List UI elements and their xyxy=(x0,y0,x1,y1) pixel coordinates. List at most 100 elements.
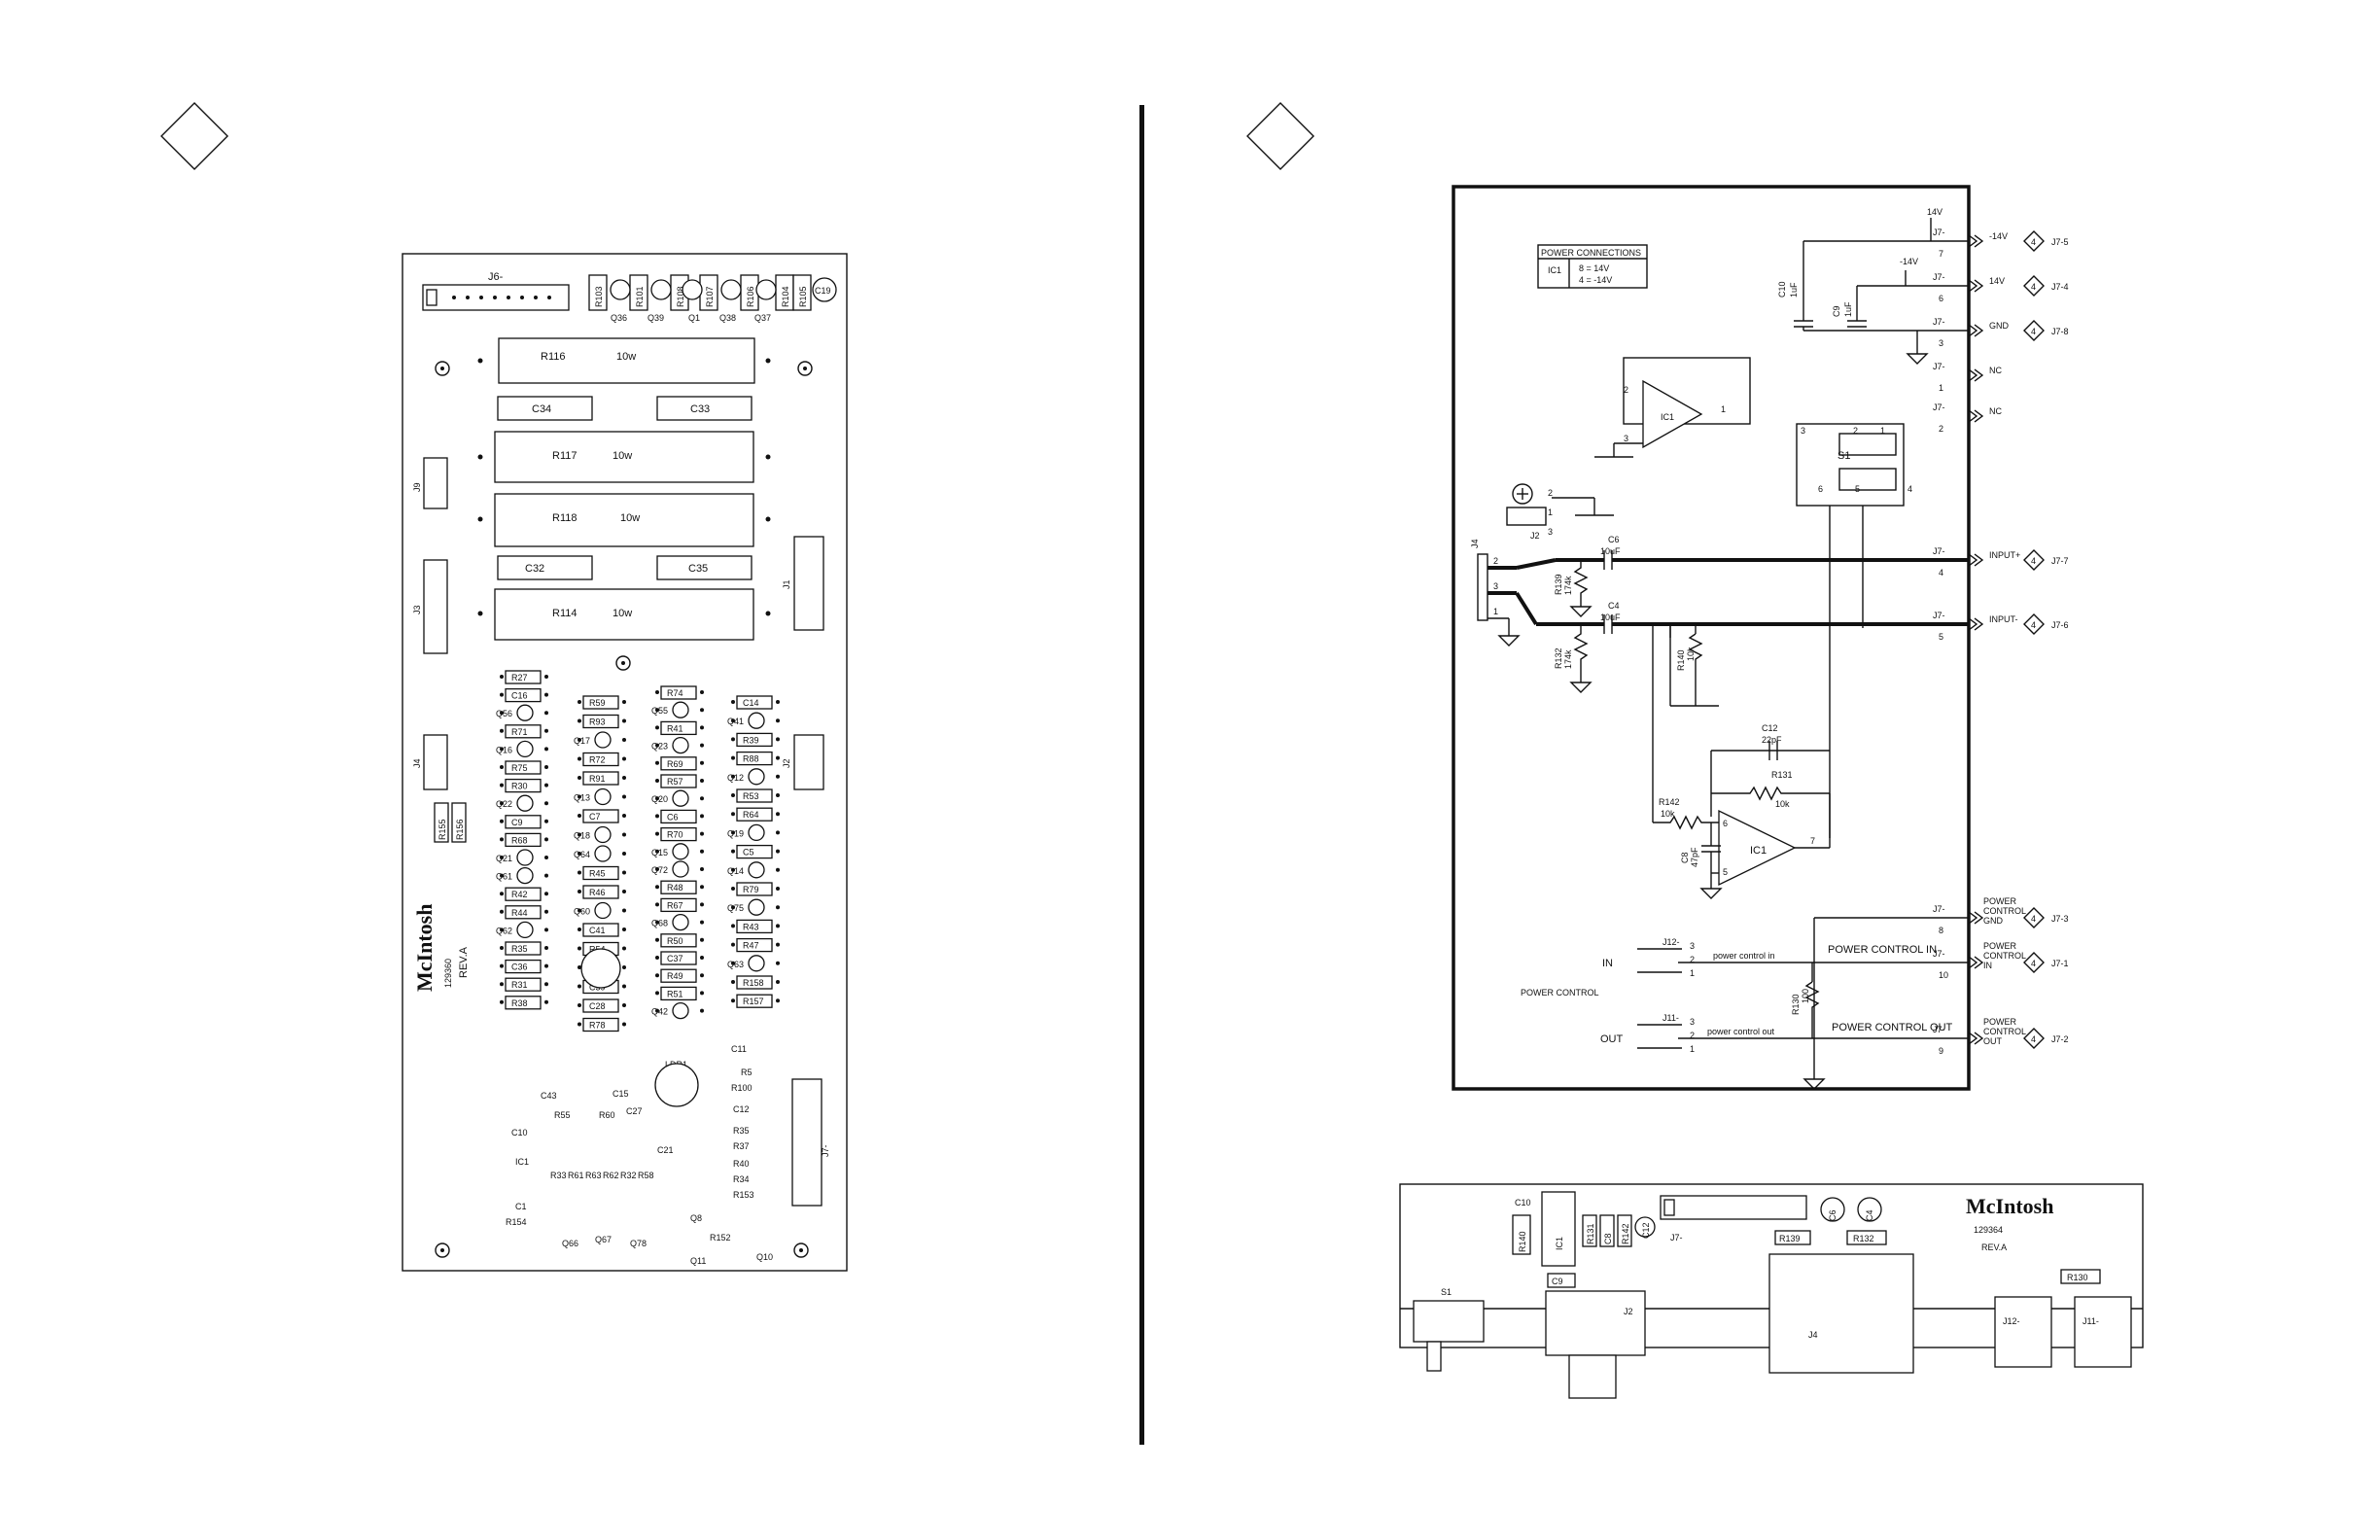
pin-label: J7- xyxy=(1933,228,1945,237)
pin-number: 9 xyxy=(1939,1046,1943,1056)
pad xyxy=(700,937,704,942)
dest-diamond xyxy=(2023,275,2045,297)
pad xyxy=(622,984,626,989)
transistor-label: Q12 xyxy=(727,773,744,783)
top-resistor-row: R103 R101 R108 R107 R106 R104 R105 C19 Q… xyxy=(588,274,837,323)
pin-label: J7- xyxy=(1933,546,1945,556)
svg-text:1: 1 xyxy=(1548,508,1553,517)
svg-text:1: 1 xyxy=(1721,404,1726,414)
resistor-r88 xyxy=(736,751,773,766)
transistor-q72 xyxy=(672,860,689,878)
pad xyxy=(655,937,659,942)
resistor-r93 xyxy=(582,714,619,729)
dest-diamond xyxy=(2023,907,2045,928)
transistor-label: Q41 xyxy=(727,717,744,726)
pad xyxy=(731,849,735,854)
pad xyxy=(655,760,659,765)
lower-component-label: R154 xyxy=(506,1217,527,1227)
resistor-r118 xyxy=(494,493,754,547)
connector-j2 xyxy=(793,734,824,790)
component-column-4: C14Q41R39R88Q12R53R64Q19C5Q14R79Q75R43R4… xyxy=(727,695,780,1008)
pad xyxy=(731,755,735,760)
pad xyxy=(500,675,504,679)
pad xyxy=(578,814,581,818)
pad xyxy=(776,998,780,1003)
pad xyxy=(700,867,704,871)
power-output-signal: OUT xyxy=(1983,1036,2003,1046)
pad xyxy=(544,909,548,914)
pad xyxy=(776,737,780,742)
svg-text:J1: J1 xyxy=(782,579,791,589)
dest-sheet: 4 xyxy=(2031,914,2036,924)
pad xyxy=(500,892,504,896)
component-label: R45 xyxy=(589,869,606,879)
lower-component-label: C11 xyxy=(731,1044,747,1054)
component-label: R42 xyxy=(511,890,528,899)
dest-diamond xyxy=(2023,320,2045,341)
pad xyxy=(731,737,735,742)
pad xyxy=(622,700,626,704)
svg-text:J4: J4 xyxy=(1808,1330,1818,1340)
pin-number: 4 xyxy=(1939,568,1943,578)
pin-number: 7 xyxy=(1939,249,1943,259)
connector-j1 xyxy=(793,536,824,631)
svg-text:POWER CONTROL IN: POWER CONTROL IN xyxy=(1828,944,1937,956)
input-jacks: J2 2 1 3 J4 2 3 1 xyxy=(1470,483,1614,647)
svg-text:R132: R132 xyxy=(1554,648,1563,669)
svg-text:J12-: J12- xyxy=(2003,1316,2020,1326)
component-label: C16 xyxy=(511,691,528,701)
component-label: R35 xyxy=(511,944,528,954)
power-control-section: J12- IN 3 2 1 power control in POWER CON… xyxy=(1521,917,1969,1090)
lower-component-label: R37 xyxy=(733,1141,750,1151)
page-marker-right xyxy=(1246,102,1314,170)
transistor-label: Q23 xyxy=(651,742,668,752)
dest-label: J7-8 xyxy=(2051,327,2069,336)
r107-label: R107 xyxy=(705,286,715,307)
pin-label: J7- xyxy=(1933,904,1945,914)
pad xyxy=(700,902,704,907)
svg-text:R142: R142 xyxy=(1621,1223,1630,1244)
svg-text:3: 3 xyxy=(1690,941,1695,951)
transistor-label: Q20 xyxy=(651,794,668,804)
transistor-q17 xyxy=(594,731,612,749)
resistor-r64 xyxy=(736,807,773,822)
svg-text:10w: 10w xyxy=(612,608,632,619)
pin-arrow xyxy=(1968,553,1978,567)
connector-j9 xyxy=(423,457,448,509)
lower-component-label: Q11 xyxy=(690,1256,706,1266)
transistor-q68 xyxy=(672,913,689,931)
resistor-r57 xyxy=(660,774,697,788)
pad xyxy=(731,700,735,704)
pad xyxy=(776,867,780,872)
pad xyxy=(655,690,659,694)
transistor-label: Q75 xyxy=(727,903,744,913)
pad xyxy=(500,946,504,950)
component-label: R75 xyxy=(511,763,528,773)
pad xyxy=(544,928,548,932)
rail-signal: GND xyxy=(1989,321,2010,331)
svg-text:5: 5 xyxy=(1855,484,1860,494)
ldr1 xyxy=(654,1063,699,1107)
svg-text:R114: R114 xyxy=(552,608,577,619)
svg-text:S1: S1 xyxy=(1441,1287,1452,1297)
resistor-r157 xyxy=(736,994,773,1008)
lower-component-label: R32 xyxy=(620,1171,637,1180)
pad xyxy=(500,819,504,823)
bottom-board-revision: REV.A xyxy=(1981,1242,2007,1252)
svg-text:6: 6 xyxy=(1818,484,1823,494)
pad xyxy=(776,700,780,704)
component-label: R57 xyxy=(667,777,683,787)
transistor-q61 xyxy=(516,866,534,885)
svg-text:C10: C10 xyxy=(1515,1198,1531,1208)
component-label: R91 xyxy=(589,774,606,784)
pin-arrow xyxy=(1974,1032,1984,1045)
transistor-label: Q18 xyxy=(574,831,590,841)
svg-text:J4: J4 xyxy=(1470,539,1480,548)
svg-text:C9: C9 xyxy=(1832,305,1841,317)
component-label: C28 xyxy=(589,1001,606,1011)
pad xyxy=(655,956,659,960)
pad xyxy=(731,867,735,872)
resistor-r74 xyxy=(660,685,697,700)
cap-c5 xyxy=(736,844,773,859)
